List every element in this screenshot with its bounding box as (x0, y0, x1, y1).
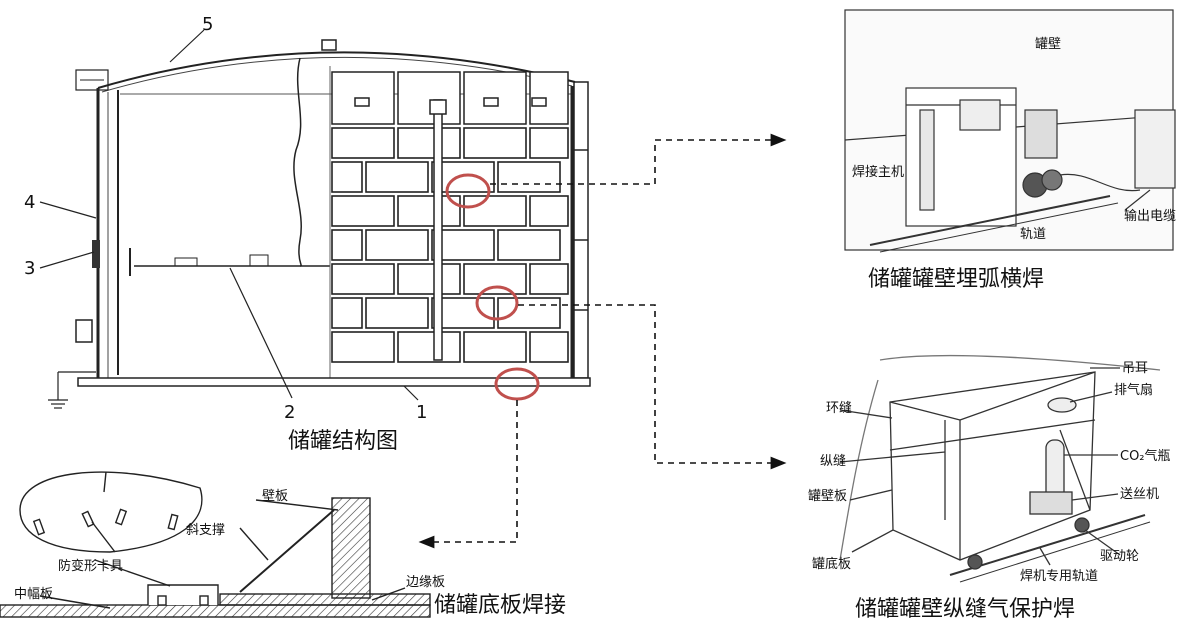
label-tank-wall: 罐壁 (1035, 37, 1061, 52)
label-co2-bottle: CO₂气瓶 (1120, 448, 1171, 464)
label-drive-wheel: 驱动轮 (1100, 549, 1139, 564)
tank-bottom-plate (77, 377, 591, 387)
drive-wheel (1074, 517, 1090, 533)
weld-highlight-vertical (475, 285, 519, 321)
label-welder-track: 焊机专用轨道 (1020, 568, 1098, 584)
part-number-2: 2 (284, 402, 295, 423)
label-bottom-plate: 罐底板 (812, 556, 851, 572)
middle-plate-base (0, 604, 431, 618)
label-exhaust-fan: 排气扇 (1114, 382, 1153, 398)
label-ring-seam: 环缝 (826, 401, 852, 416)
label-track: 轨道 (1020, 227, 1046, 242)
weld-highlight-bottom (494, 367, 540, 401)
part-number-4: 4 (24, 192, 35, 213)
side-fitting (92, 240, 100, 268)
bottom-weld-drawing (0, 471, 431, 618)
tank-roof (97, 51, 576, 89)
label-wire-feeder: 送丝机 (1120, 487, 1159, 502)
break-line (293, 57, 302, 267)
label-welder-main: 焊接主机 (852, 164, 904, 180)
curved-wall (879, 354, 1161, 371)
ground-symbol (48, 371, 96, 409)
horizontal-weld-caption: 储罐罐壁埋弧横焊 (868, 267, 1044, 292)
vertical-weld-caption: 储罐罐壁纵缝气保护焊 (855, 597, 1075, 622)
label-wall-plate: 壁板 (262, 489, 288, 504)
outer-stair (573, 81, 589, 379)
horizontal-weld-drawing (844, 9, 1176, 253)
center-rail (433, 99, 443, 361)
label-middle-plate: 中幅板 (14, 587, 53, 602)
bottom-weld-caption: 储罐底板焊接 (434, 593, 566, 618)
manhole-fitting (75, 319, 93, 343)
label-longitudinal-seam: 纵缝 (820, 454, 846, 469)
label-anti-deform-fixture: 防变形卡具 (58, 558, 123, 574)
top-platform (75, 69, 109, 91)
co2-bottle (1045, 439, 1065, 501)
edge-plate-base (219, 593, 431, 606)
wall-plate (331, 497, 371, 599)
welder-rail (949, 514, 1146, 576)
roof-vent (321, 39, 337, 51)
label-output-cable: 输出电缆 (1124, 208, 1176, 224)
label-diagonal-brace: 斜支撑 (186, 523, 225, 538)
connector-arrows (418, 133, 787, 549)
vertical-weld-drawing (839, 354, 1161, 583)
part-number-3: 3 (24, 258, 35, 279)
bottom-plate-bulge (19, 471, 203, 553)
wire-feeder (1029, 491, 1073, 515)
weld-highlight-horizontal (445, 173, 491, 209)
tank-structure-caption: 储罐结构图 (288, 429, 398, 454)
part-number-5: 5 (202, 14, 213, 35)
label-tank-wall-plate: 罐壁板 (808, 489, 847, 504)
label-edge-plate: 边缘板 (406, 575, 445, 590)
power-source-box (1134, 109, 1176, 189)
part-number-1: 1 (416, 402, 427, 423)
tank-wall-plates (331, 127, 569, 363)
exhaust-fan (1047, 397, 1077, 413)
diagonal-brace (239, 509, 335, 593)
label-lifting-lug: 吊耳 (1122, 361, 1148, 376)
tank-structure-drawing (39, 29, 591, 409)
